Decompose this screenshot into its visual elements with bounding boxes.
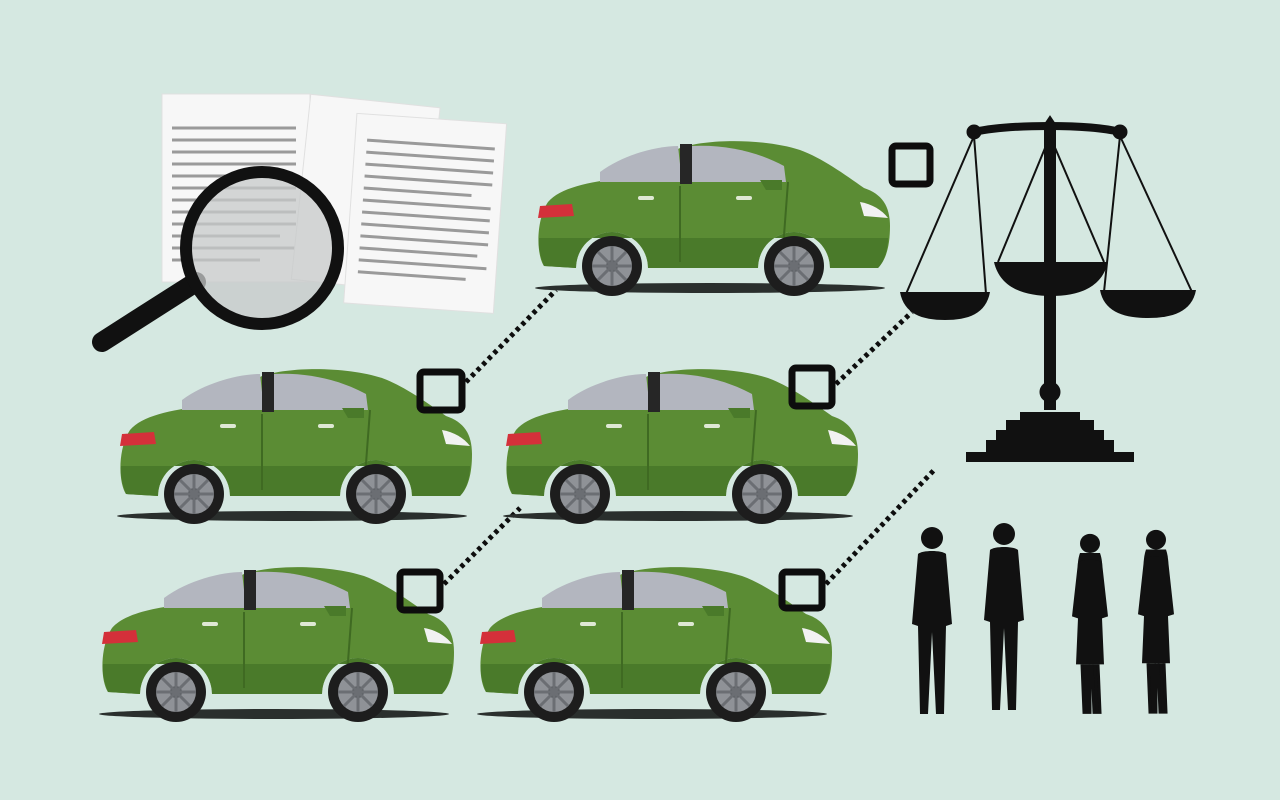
connector-line [834,310,914,386]
checkboxes [396,142,934,614]
checkbox [396,568,444,614]
checkbox [778,568,826,612]
checkbox [788,364,836,410]
connector-line [824,466,938,586]
connector-line [464,288,558,384]
magnifying-glass-icon [92,166,344,352]
connector-lines [442,288,938,586]
checkbox [416,368,466,414]
checkbox [888,142,934,188]
connector-line [442,506,522,586]
scales-of-justice-icon [900,115,1196,462]
